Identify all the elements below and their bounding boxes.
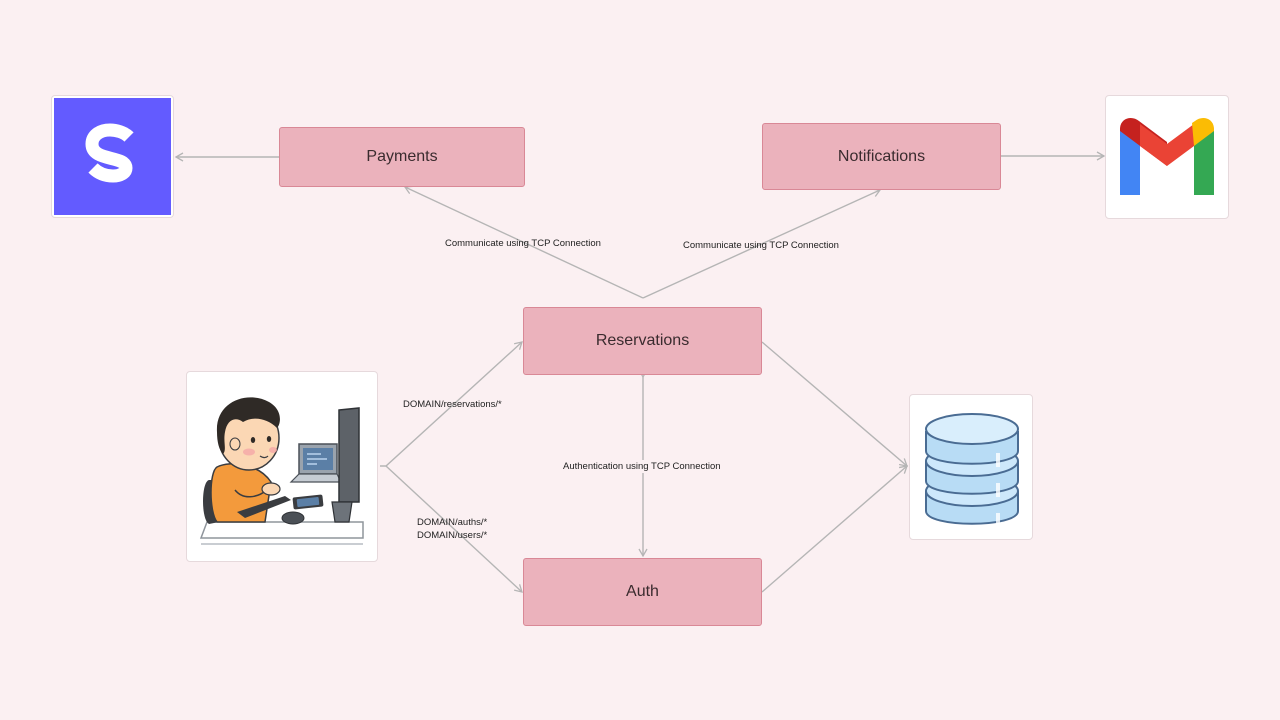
- edge-auth-db: [761, 465, 908, 593]
- notifications-tcp-label: Communicate using TCP Connection: [683, 240, 839, 251]
- payments-tcp-label: Communicate using TCP Connection: [445, 238, 601, 249]
- client-illustration-card: [186, 371, 378, 562]
- users-route-text: DOMAIN/users/*: [417, 530, 488, 541]
- edge-reservations-db: [761, 341, 908, 467]
- payments-service: Payments: [279, 127, 525, 187]
- edge-reservations-payments: [403, 185, 644, 299]
- edge-client-auth: [385, 465, 523, 593]
- payments-label: Payments: [366, 148, 438, 165]
- developer-at-computer-icon: [199, 397, 364, 545]
- stripe-logo-card: [51, 95, 174, 218]
- auth-service: Auth: [523, 558, 762, 626]
- auth-routes-label: DOMAIN/auths/* DOMAIN/users/*: [417, 516, 487, 542]
- auth-label: Auth: [626, 583, 659, 600]
- reservations-service: Reservations: [523, 307, 762, 375]
- auths-route-text: DOMAIN/auths/*: [417, 517, 488, 528]
- edge-reservations-notifications: [642, 188, 882, 299]
- stripe-logo-icon: [54, 98, 171, 215]
- gmail-logo-card: [1105, 95, 1229, 219]
- database-card: [909, 394, 1033, 540]
- reservations-route-label: DOMAIN/reservations/*: [403, 399, 502, 410]
- notifications-label: Notifications: [837, 147, 926, 165]
- reservations-label: Reservations: [595, 332, 690, 349]
- database-icon: [925, 413, 1019, 525]
- gmail-logo-icon: [1120, 117, 1214, 195]
- auth-tcp-label: Authentication using TCP Connection: [563, 460, 721, 473]
- notifications-service: Notifications: [762, 123, 1001, 190]
